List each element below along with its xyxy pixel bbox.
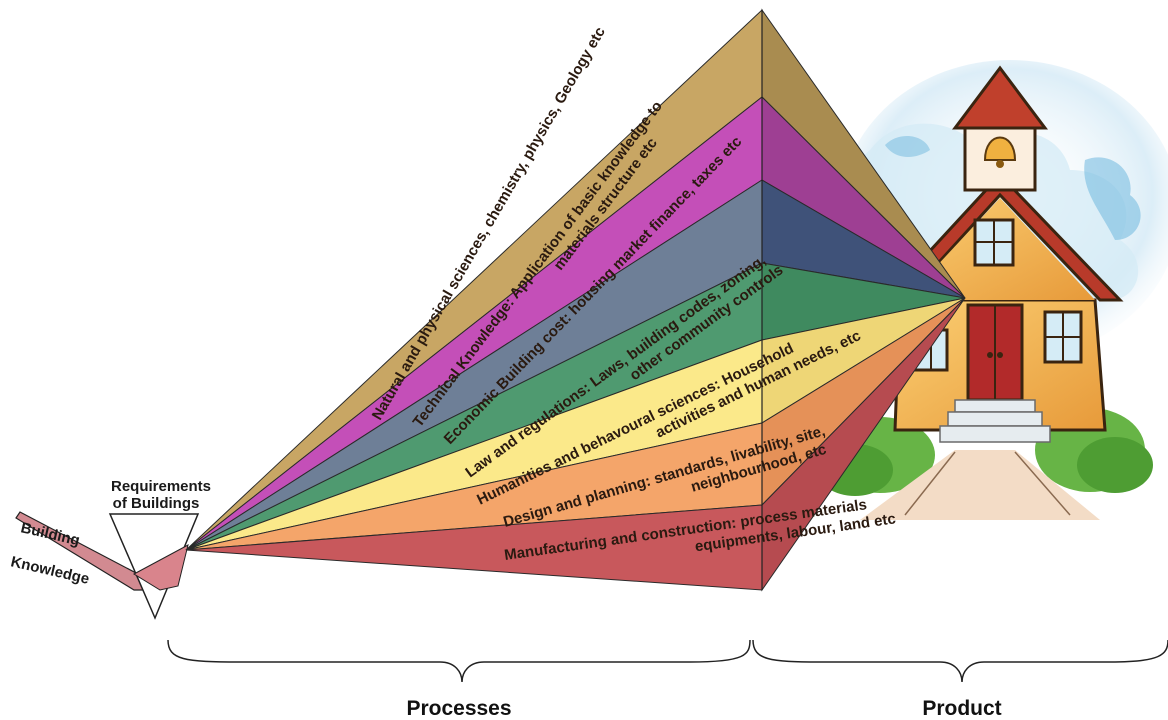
process-bands: Natural and physical sciences, chemistry…: [185, 8, 966, 592]
front-path: [860, 450, 1100, 520]
bush-right-shadow: [1077, 437, 1153, 493]
requirements-label-line2: of Buildings: [113, 495, 200, 512]
funnel-fill: [132, 544, 189, 591]
step-3: [939, 425, 1051, 443]
cloud-accent: [1084, 157, 1141, 240]
tower-roof: [952, 65, 1048, 130]
bell-icon: [983, 136, 1017, 161]
cloud-accent-small: [885, 135, 930, 157]
step-1: [954, 399, 1036, 413]
requirements-label-line1: Requirements: [111, 478, 211, 495]
step-2: [947, 411, 1043, 427]
product-brace: [752, 639, 1168, 683]
processes-brace: [167, 639, 751, 683]
braces: Processes Product: [167, 639, 1168, 720]
requirements-funnel: Requirements of Buildings: [108, 478, 211, 620]
knowledge-label-line1: Building: [19, 519, 81, 549]
processes-label: Processes: [406, 697, 511, 720]
knowledge-label-line2: Knowledge: [9, 553, 91, 588]
product-label: Product: [922, 697, 1001, 720]
